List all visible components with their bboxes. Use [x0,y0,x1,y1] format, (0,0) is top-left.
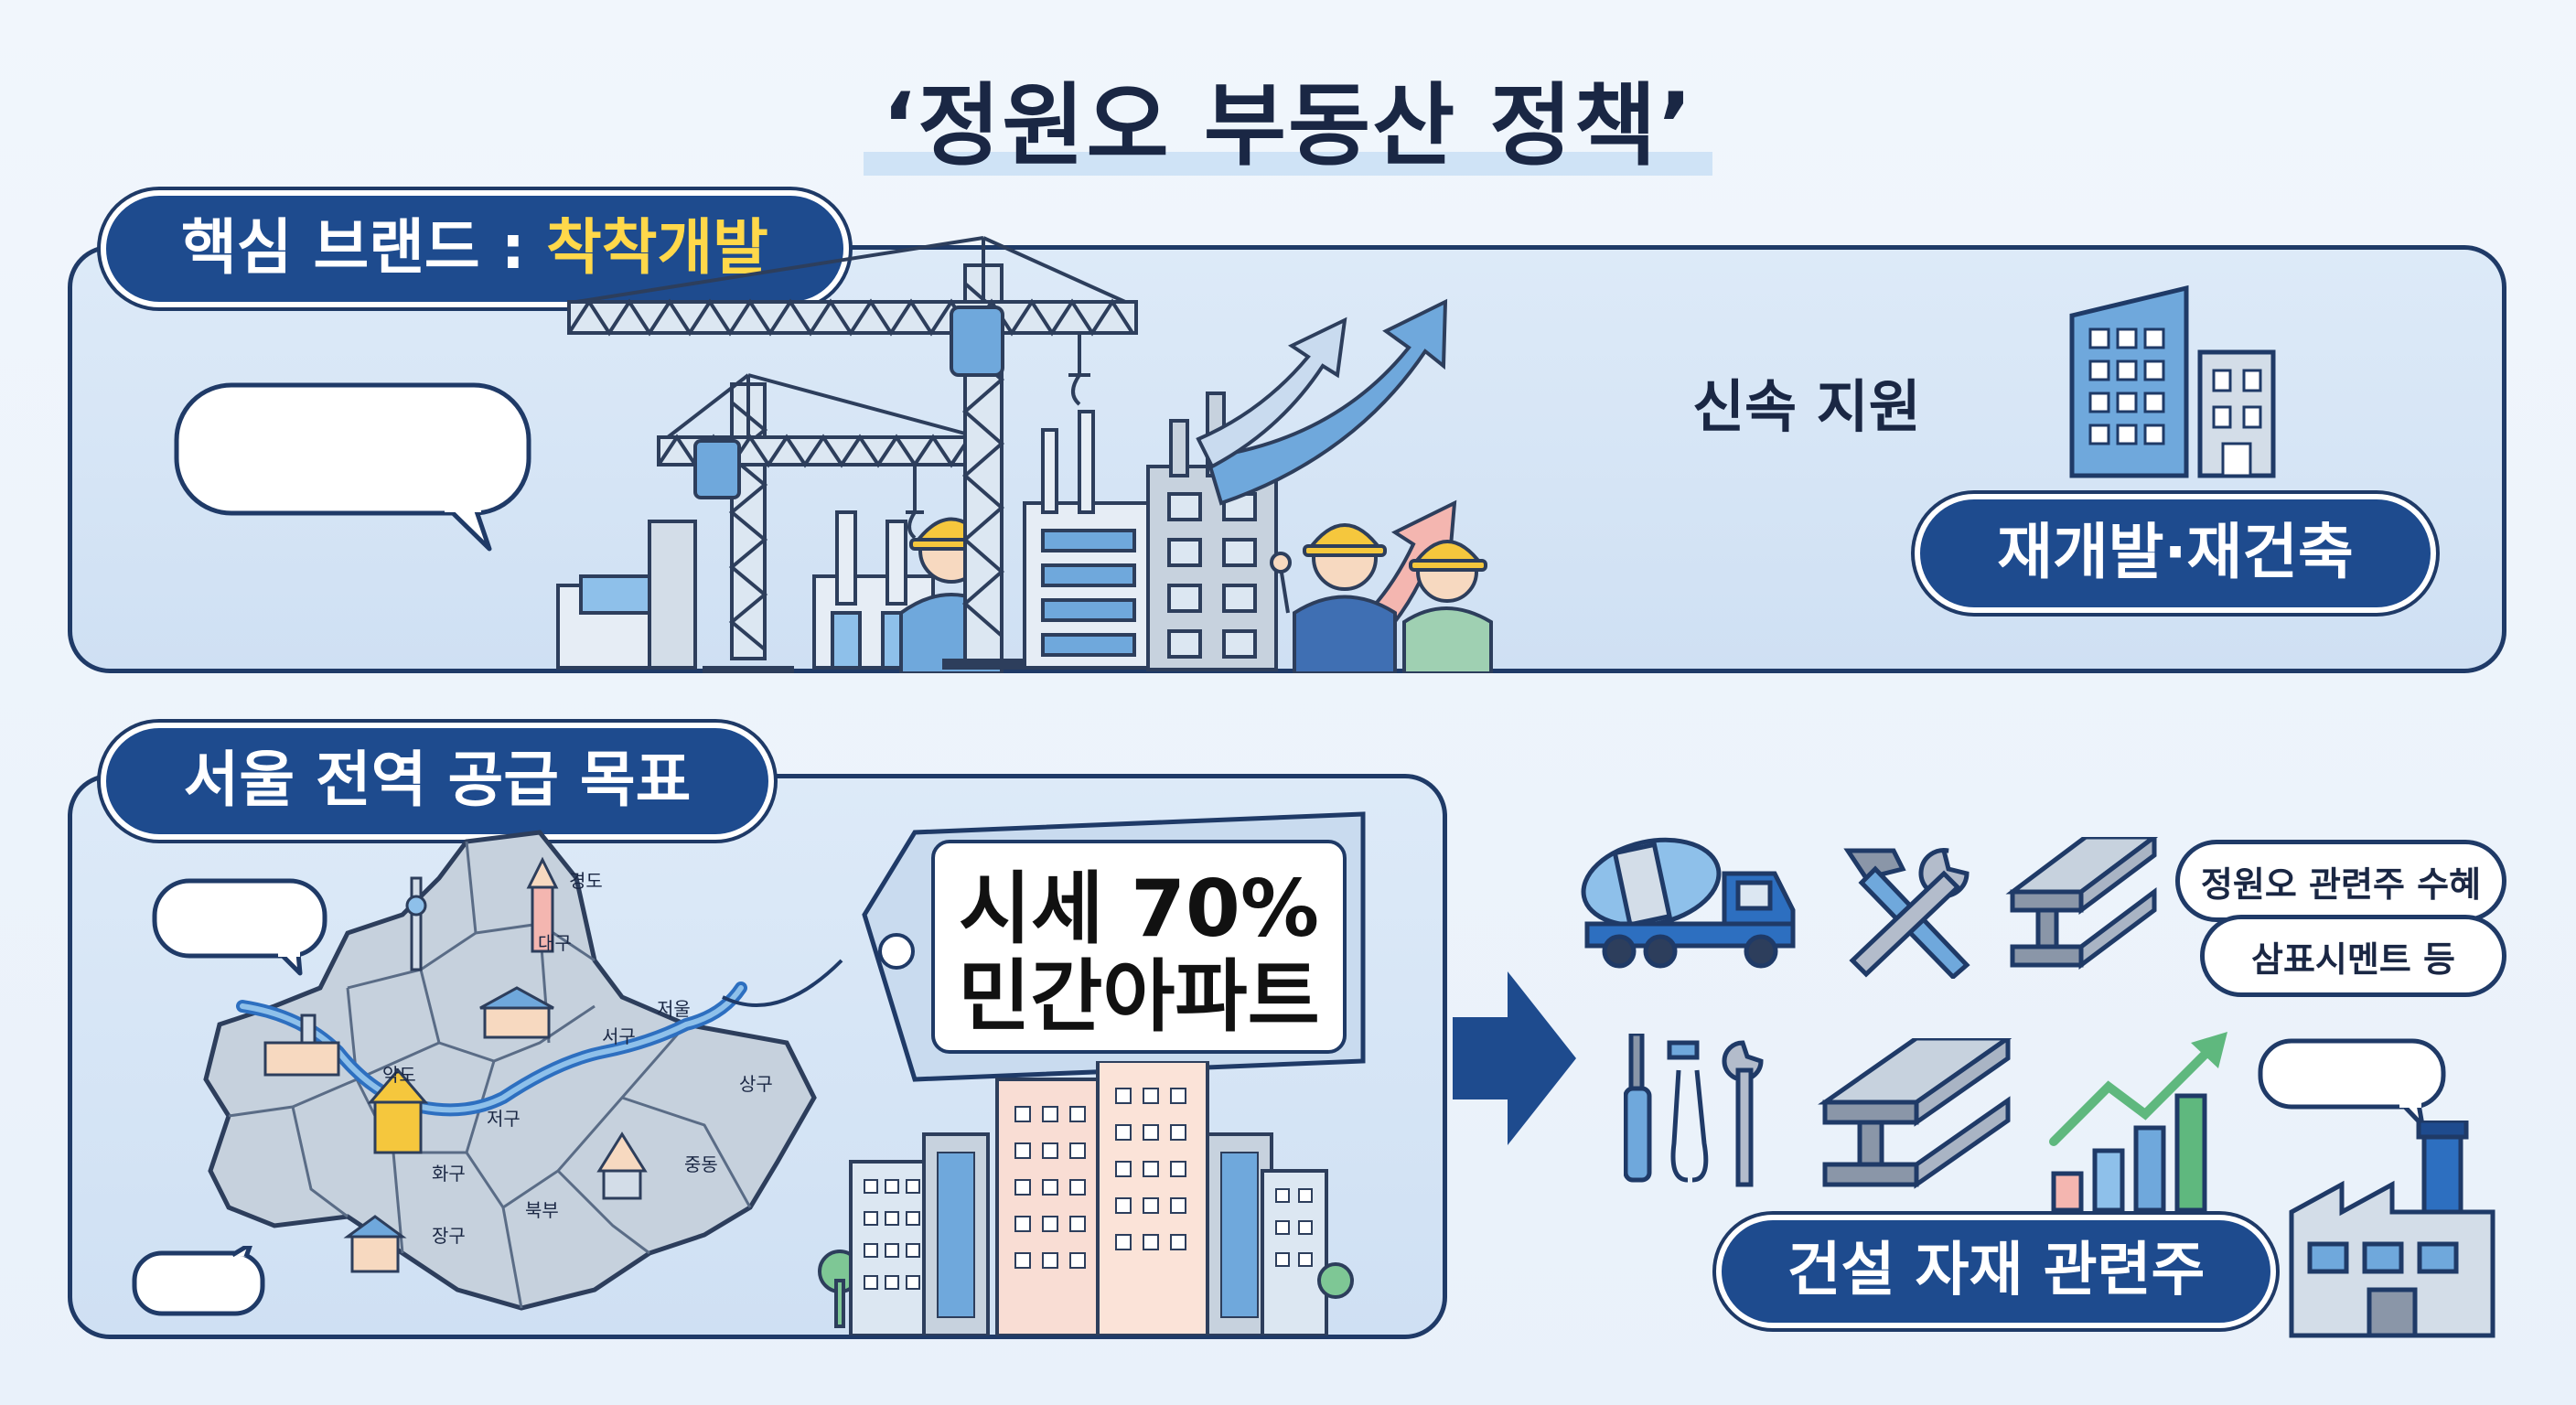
brand-badge: 핵심 브랜드 : 착착개발 [101,190,849,307]
cement-mixer-truck-icon [1581,837,1796,969]
empty-speech-bubble-1 [174,382,531,552]
supply-badge: 서울 전역 공급 목표 [101,723,774,840]
stock-example-text: 삼표시멘트 등 [2251,938,2455,980]
office-building-icon [2069,284,2276,478]
price-tag-text: 시세 70% 민간아파트 [933,853,1345,1054]
support-text: 신속 지원 [1692,373,1921,440]
stock-beneficiary-text: 정원오 관련주 수혜 [2200,863,2482,905]
district-label: 대구 [538,932,572,954]
hand-tools-icon [1624,1034,1764,1187]
redevelop-badge: 재개발·재건축 [1915,494,2436,613]
factory-icon [2289,1121,2496,1338]
seoul-district-map: 경도 대구 저울 서구 약도 저구 상구 화구 중동 북부 장구 [203,830,817,1311]
apartment-buildings-illustration [818,1061,1354,1335]
supply-badge-label: 서울 전역 공급 목표 [183,745,692,815]
district-label: 장구 [432,1225,466,1247]
rising-bar-chart-icon [2049,1032,2227,1213]
district-label: 저울 [657,998,691,1020]
district-label: 약도 [382,1064,416,1086]
district-label: 상구 [739,1073,773,1095]
empty-speech-bubble-3 [132,1246,265,1316]
steel-beam-large-icon [1818,1038,2012,1189]
construction-materials-badge: 건설 자재 관련주 [1716,1215,2276,1328]
district-label: 서구 [602,1025,636,1047]
district-label: 북부 [525,1199,559,1221]
redevelop-label: 재개발·재건축 [1997,517,2354,587]
hammer-wrench-icon [1843,848,1970,979]
district-label: 화구 [432,1163,466,1185]
construction-scene-illustration [556,236,1493,673]
empty-speech-bubble-2 [152,878,327,976]
price-tag-line1: 시세 70% [958,863,1320,955]
stock-beneficiary-bubble: 정원오 관련주 수혜 [2175,840,2506,922]
stock-example-bubble: 삼표시멘트 등 [2200,915,2506,997]
district-label: 경도 [569,870,603,892]
construction-materials-label: 건설 자재 관련주 [1787,1237,2206,1304]
price-tag-line2: 민간아파트 [958,951,1320,1043]
district-label: 중동 [684,1153,718,1175]
steel-beam-icon [2005,837,2159,970]
brand-badge-prefix: 핵심 브랜드 : [181,212,547,283]
district-label: 저구 [487,1108,521,1130]
page-title: ‘정원오 부동산 정책’ [864,53,1712,183]
title-wrap: ‘정원오 부동산 정책’ [0,53,2576,183]
price-tag-shape [722,811,1366,1082]
arrow-right-icon [1453,971,1576,1145]
brand-badge-highlight: 착착개발 [546,212,768,283]
empty-speech-bubble-4 [2258,1038,2446,1128]
